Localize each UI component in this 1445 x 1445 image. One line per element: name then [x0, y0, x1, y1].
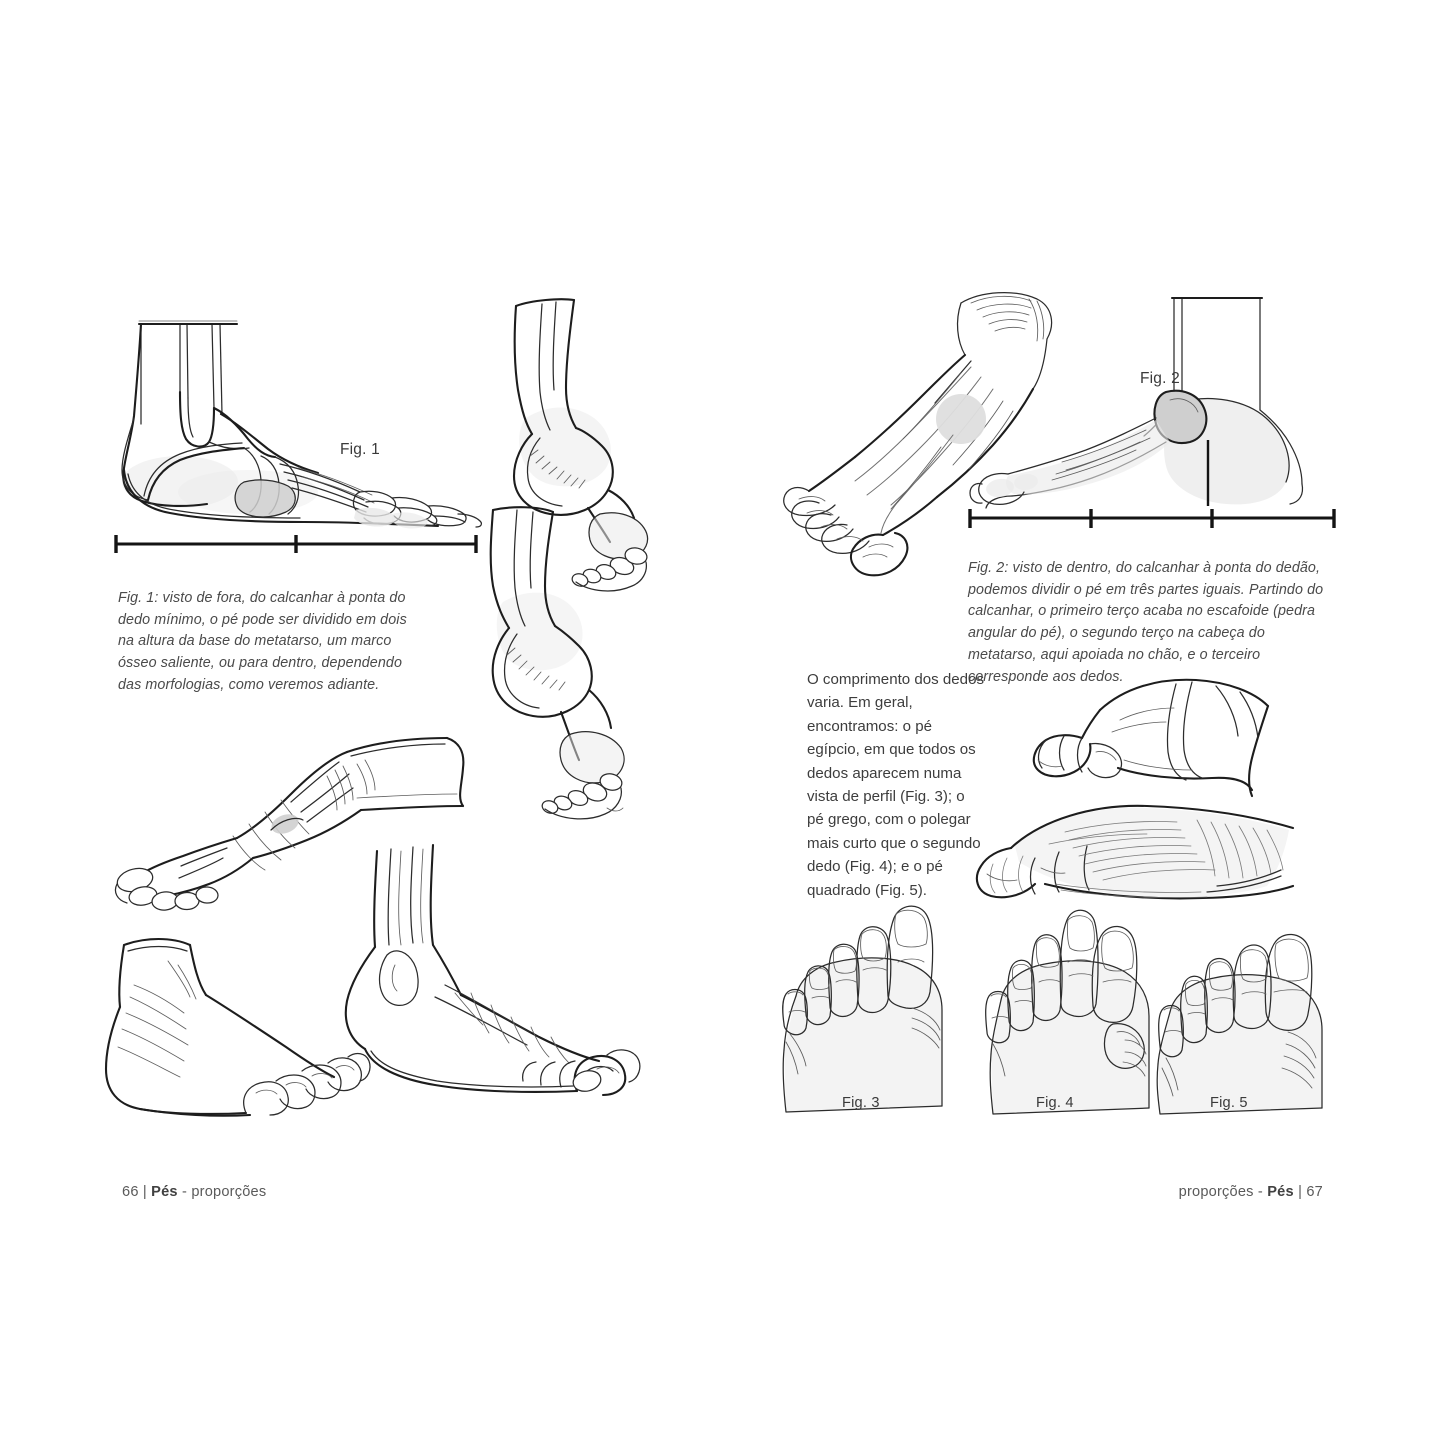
- left-page-folio: 66 | Pés - proporções: [122, 1184, 266, 1200]
- folio-topic-left: proporções: [191, 1184, 267, 1200]
- folio-number-left: 66: [122, 1184, 139, 1200]
- fig1-label: Fig. 1: [340, 441, 380, 458]
- folio-dash-right: -: [1257, 1184, 1263, 1200]
- toe-morphology-body-text: O comprimento dos dedos varia. Em geral,…: [807, 671, 985, 899]
- foot-top-anatomy-view-illustration: [765, 285, 1065, 577]
- left-page: [0, 0, 722, 1445]
- foot-three-quarter-top-view-illustration: [95, 690, 470, 920]
- foot-inner-profile-view-illustration: [325, 843, 645, 1125]
- square-foot-toes-illustration: [1152, 900, 1337, 1128]
- medial-skeleton-foot-illustration: [960, 290, 1350, 535]
- leg-foot-sequence-top-illustration: [470, 298, 660, 600]
- egyptian-foot-toes-illustration: [762, 900, 954, 1128]
- folio-number-right: 67: [1306, 1184, 1323, 1200]
- fig2-caption: Fig. 2: visto de dentro, do calcanhar à …: [968, 560, 1324, 685]
- toes-profile-shaded-illustration: [945, 790, 1295, 920]
- folio-dash-left: -: [182, 1184, 188, 1200]
- greek-foot-toes-illustration: [975, 900, 1160, 1128]
- lateral-skeleton-foot-illustration: [108, 296, 488, 561]
- toes-profile-outline-illustration: [1000, 672, 1270, 802]
- right-page: [722, 0, 1445, 1445]
- foot-front-lateral-view-illustration: [90, 925, 371, 1125]
- folio-section-right: Pés: [1267, 1184, 1294, 1200]
- fig1-caption: Fig. 1: visto de fora, do calcanhar à po…: [118, 590, 407, 693]
- fig2-label: Fig. 2: [1140, 370, 1180, 387]
- fig4-label: Fig. 4: [1036, 1095, 1074, 1111]
- leg-foot-sequence-bottom-illustration: [455, 506, 650, 830]
- folio-sep-left: |: [142, 1184, 147, 1200]
- fig3-label: Fig. 3: [842, 1095, 880, 1111]
- folio-topic-right: proporções: [1178, 1184, 1254, 1200]
- fig5-label: Fig. 5: [1210, 1095, 1248, 1111]
- folio-section-left: Pés: [151, 1184, 178, 1200]
- right-page-folio: proporções - Pés | 67: [1179, 1184, 1323, 1200]
- folio-sep-right: |: [1298, 1184, 1303, 1200]
- spread-gutter: [722, 0, 723, 1445]
